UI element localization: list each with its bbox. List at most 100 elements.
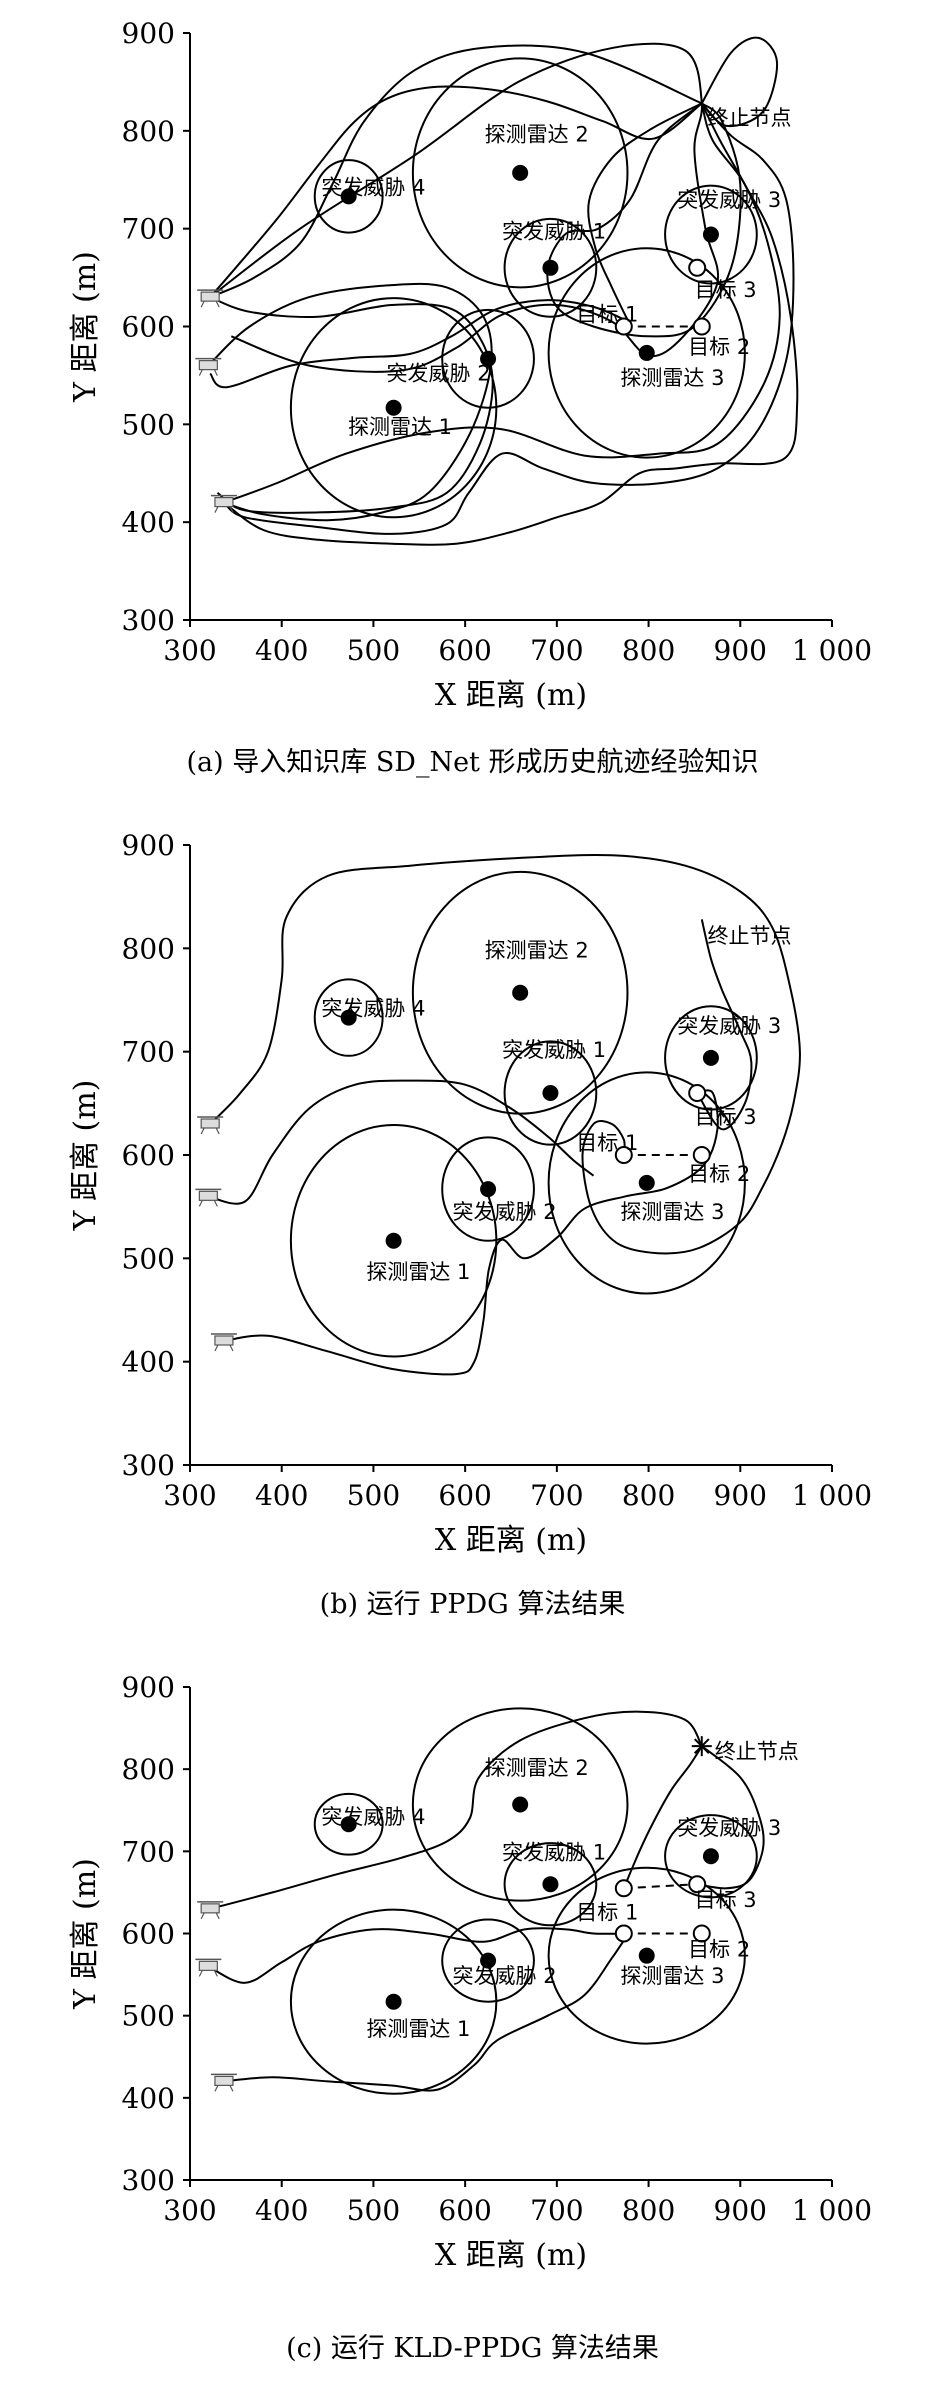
threat-center (702, 1848, 719, 1865)
threat-circle (547, 1866, 746, 2045)
y-tick-label: 600 (122, 1918, 175, 1951)
flight-route (209, 296, 494, 514)
chart-annotation: 目标 3 (695, 1105, 757, 1129)
y-tick-label: 400 (122, 2082, 175, 2115)
flight-route (209, 299, 629, 389)
x-tick-label: 500 (347, 634, 400, 667)
threat-center (638, 344, 655, 361)
y-tick-label: 500 (122, 408, 175, 441)
x-tick-label: 900 (714, 1479, 767, 1512)
threat-circle (503, 217, 598, 318)
x-tick-label: 300 (163, 2194, 216, 2227)
threat-circle (313, 1792, 384, 1856)
chart-annotation: 突发威胁 2 (453, 1200, 557, 1224)
chart-annotation: 突发威胁 4 (321, 997, 425, 1021)
threat-center (542, 1876, 559, 1893)
flight-route (209, 1710, 703, 1910)
y-tick-label: 300 (122, 2164, 175, 2197)
flight-route (223, 102, 795, 535)
chart-annotation: 探测雷达 3 (620, 1200, 724, 1224)
threat-circle (547, 1071, 746, 1295)
flight-route (697, 1745, 765, 1890)
threat-circle (664, 1005, 758, 1111)
threat-center (512, 1796, 529, 1813)
y-tick-label: 800 (122, 932, 175, 965)
chart-annotation: 探测雷达 2 (485, 939, 589, 963)
chart-annotation: 探测雷达 3 (620, 1964, 724, 1988)
y-axis-title: Y 距离 (m) (68, 1080, 103, 1232)
flight-route (223, 1932, 630, 2092)
chart-annotation: 目标 3 (695, 278, 757, 302)
threat-circle (313, 159, 384, 234)
threat-center (542, 1085, 559, 1101)
drone-icon (197, 1901, 224, 1920)
y-tick-label: 900 (122, 1671, 175, 1704)
drone-icon (195, 1188, 222, 1207)
chart-annotation: 目标 1 (576, 1901, 638, 1925)
drone-icon (195, 1958, 222, 1977)
target-marker (688, 258, 707, 277)
x-tick-label: 900 (714, 2194, 767, 2227)
threat-center (512, 984, 529, 1001)
chart-annotation: 探测雷达 1 (366, 1260, 470, 1284)
target-marker (692, 317, 711, 336)
x-tick-label: 600 (438, 1479, 491, 1512)
threat-circle (411, 57, 629, 289)
flight-route (209, 853, 801, 1255)
chart-annotation: 突发威胁 2 (453, 1964, 557, 1988)
drone-icon (210, 494, 237, 513)
x-tick-label: 300 (163, 1479, 216, 1512)
x-tick-label: 900 (714, 634, 767, 667)
x-tick-label: 500 (347, 1479, 400, 1512)
chart-annotation: 探测雷达 1 (348, 415, 452, 439)
chart-annotation: 突发威胁 3 (677, 1816, 781, 1840)
chart-annotation: 终止节点 (707, 106, 791, 130)
chart-annotation: 突发威胁 1 (502, 219, 606, 243)
chart-annotation: 突发威胁 4 (321, 1805, 425, 1829)
target-marker (692, 1146, 711, 1164)
chart-annotation: 探测雷达 2 (485, 123, 589, 147)
drone-icon (210, 2073, 237, 2092)
y-tick-label: 900 (122, 17, 175, 50)
x-tick-label: 400 (255, 2194, 308, 2227)
x-tick-label: 1 000 (792, 1479, 872, 1512)
y-tick-label: 300 (122, 1449, 175, 1482)
threat-circle (441, 1918, 535, 2003)
drone-icon (210, 1333, 237, 1352)
chart-annotation: 终止节点 (707, 924, 791, 948)
chart-annotation: 突发威胁 1 (502, 1841, 606, 1865)
threat-circle (664, 184, 758, 285)
x-tick-label: 300 (163, 634, 216, 667)
threat-center (480, 350, 497, 367)
x-tick-label: 1 000 (792, 2194, 872, 2227)
threat-circle (441, 1136, 535, 1242)
y-tick-label: 400 (122, 506, 175, 539)
threat-circle (411, 870, 629, 1115)
caption-c: (c) 运行 KLD-PPDG 算法结果 (286, 2333, 659, 2364)
chart-annotation: 突发威胁 3 (677, 188, 781, 212)
y-tick-label: 500 (122, 2000, 175, 2033)
threat-center (480, 1181, 497, 1198)
flight-route (546, 102, 742, 338)
x-tick-label: 700 (530, 634, 583, 667)
x-tick-label: 400 (255, 634, 308, 667)
threat-circle (313, 978, 384, 1057)
chart-annotation: 探测雷达 2 (485, 1756, 589, 1780)
threat-center (385, 1232, 402, 1249)
flight-route (207, 282, 493, 522)
y-tick-label: 700 (122, 1036, 175, 1069)
threat-circle (503, 1842, 598, 1927)
x-tick-label: 700 (530, 2194, 583, 2227)
threat-circle (441, 308, 535, 409)
y-tick-label: 900 (122, 829, 175, 862)
target-marker (614, 1879, 633, 1898)
y-tick-label: 600 (122, 1139, 175, 1172)
y-tick-label: 800 (122, 1753, 175, 1786)
flight-route (587, 102, 703, 323)
x-tick-label: 800 (622, 634, 675, 667)
threat-circle (547, 247, 746, 459)
y-tick-label: 300 (122, 604, 175, 637)
